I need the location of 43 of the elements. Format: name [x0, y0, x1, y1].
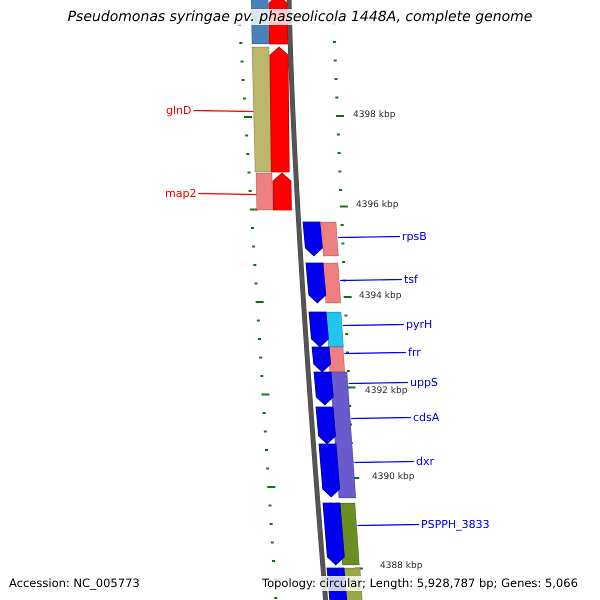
leader-line	[340, 278, 402, 282]
cog-bar	[321, 222, 338, 256]
scale-label: 4396 kbp	[356, 200, 398, 211]
scale-label: 4388 kbp	[380, 561, 422, 572]
leader-line	[348, 382, 408, 384]
cog-bar	[256, 173, 273, 210]
gene-label: frr	[408, 346, 421, 359]
leader-line	[193, 110, 254, 112]
scale-label: 4398 kbp	[353, 110, 396, 121]
footer-text: Accession: NC_005773	[9, 576, 140, 591]
leader-line	[338, 236, 400, 238]
gene-feature	[318, 444, 340, 497]
cog-bar	[252, 47, 272, 172]
leader-line	[344, 352, 406, 354]
leader-line	[198, 192, 256, 196]
gene-label: rpsB	[402, 230, 427, 243]
scale-label: 4390 kbp	[372, 472, 414, 483]
gene-feature	[303, 222, 322, 256]
leader-line	[351, 416, 412, 420]
gene-label: uppS	[410, 376, 438, 389]
footer-text: Topology: circular; Length: 5,928,787 bp; Genes: 5,066	[262, 576, 578, 591]
gene-feature	[314, 372, 333, 405]
cog-bar	[326, 312, 344, 347]
gene-feature	[322, 503, 344, 565]
gene-label: glnD	[166, 104, 192, 117]
gene-feature	[309, 312, 329, 347]
gene-feature	[312, 347, 330, 372]
gene-label: map2	[165, 187, 196, 200]
cog-bar	[330, 372, 356, 498]
gene-label: tsf	[404, 273, 418, 286]
gene-label: PSPPH_3833	[421, 518, 490, 531]
gene-feature	[316, 407, 336, 444]
title: Pseudomonas syringae pv. phaseolicola 1448A, complete genome	[66, 9, 534, 25]
scale-label: 4392 kbp	[365, 386, 408, 397]
scale-label: 4394 kbp	[359, 291, 402, 302]
leader-line	[354, 460, 414, 464]
gene-label: pyrH	[406, 318, 432, 331]
leader-line	[342, 324, 404, 326]
gene-feature	[272, 173, 291, 210]
gene-feature	[306, 263, 326, 303]
leader-line	[357, 524, 420, 526]
gene-label: cdsA	[413, 411, 440, 424]
gene-label: dxr	[416, 455, 434, 468]
